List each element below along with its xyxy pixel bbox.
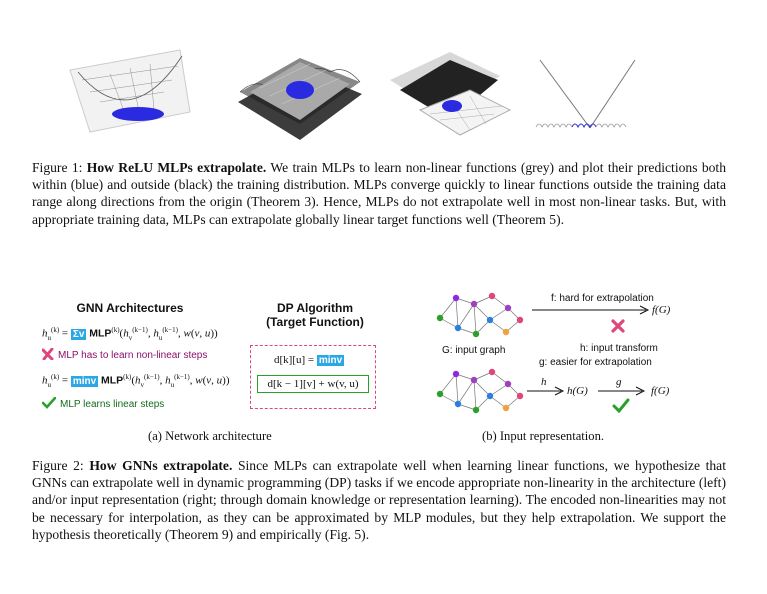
sum-highlight: Σv bbox=[70, 328, 87, 340]
figure2-body: Since MLPs can extrapolate well when lea… bbox=[32, 458, 726, 542]
figure2-title: How GNNs extrapolate. bbox=[89, 458, 233, 473]
fG-top: f(G) bbox=[652, 304, 671, 316]
red-x-icon-2 bbox=[611, 319, 625, 333]
h-arrow bbox=[527, 386, 565, 396]
green-check-icon-2 bbox=[612, 398, 630, 413]
plot-wavy bbox=[238, 58, 362, 140]
green-check-icon bbox=[41, 397, 57, 410]
gnn-title: GNN Architectures bbox=[76, 301, 184, 315]
min-highlight: minv bbox=[70, 375, 99, 387]
figure2-caption: Figure 2: How GNNs extrapolate. Since ML… bbox=[32, 457, 726, 543]
figure1-plots bbox=[69, 49, 636, 140]
ok-text: MLP learns linear steps bbox=[60, 399, 165, 410]
fG-bottom: f(G) bbox=[651, 385, 670, 397]
subcaption-b: (b) Input representation. bbox=[482, 429, 605, 443]
mlp-label-2: MLP bbox=[100, 374, 124, 387]
g-arrow-label: g bbox=[616, 376, 622, 388]
h-label: h: input transform bbox=[580, 343, 658, 354]
hG: h(G) bbox=[567, 385, 588, 397]
gnn-eq-min: hu(k) = minv MLP(k)(hv(k−1), hu(k−1), w(… bbox=[42, 373, 230, 389]
ok-row: MLP learns linear steps bbox=[41, 394, 165, 412]
dp-eq1-lhs: d[k][u] = bbox=[274, 354, 315, 366]
fail-text: MLP has to learn non-linear steps bbox=[58, 350, 208, 361]
gnn-eq-sum: hu(k) = Σv MLP(k)(hv(k−1), hu(k−1), w(v,… bbox=[42, 326, 218, 342]
f-label: f: hard for extrapolation bbox=[551, 293, 654, 304]
subcaption-a: (a) Network architecture bbox=[148, 429, 272, 443]
input-graph-label: G: input graph bbox=[442, 345, 506, 356]
figure2-label: Figure 2: bbox=[32, 458, 84, 473]
dp-title-line2: (Target Function) bbox=[266, 315, 364, 329]
figure1-caption: Figure 1: How ReLU MLPs extrapolate. We … bbox=[32, 159, 726, 228]
plot-vcurve bbox=[535, 59, 636, 129]
dp-title-line1: DP Algorithm bbox=[276, 301, 353, 315]
dp-min-highlight: minv bbox=[316, 355, 345, 366]
dp-box bbox=[250, 345, 376, 409]
f-arrow bbox=[532, 305, 650, 315]
h-arrow-label: h bbox=[541, 376, 547, 388]
graph-bottom bbox=[436, 368, 524, 414]
mlp-label: MLP bbox=[89, 327, 112, 340]
dp-title: DP Algorithm (Target Function) bbox=[250, 301, 380, 329]
figure1-body: We train MLPs to learn non-linear functi… bbox=[32, 160, 726, 227]
figure1-label: Figure 1: bbox=[32, 160, 83, 175]
plot-bowl bbox=[69, 49, 191, 133]
red-x-icon bbox=[41, 347, 54, 361]
dp-eq1: d[k][u] = minv bbox=[274, 354, 345, 366]
dp-eq2: d[k − 1][v] + w(v, u) bbox=[257, 375, 369, 393]
fail-row: MLP has to learn non-linear steps bbox=[41, 345, 208, 363]
plot-linear bbox=[390, 52, 512, 136]
figure1-title: How ReLU MLPs extrapolate. bbox=[86, 160, 267, 175]
g-arrow bbox=[598, 386, 646, 396]
graph-top bbox=[436, 292, 524, 338]
g-label: g: easier for extrapolation bbox=[539, 357, 652, 368]
